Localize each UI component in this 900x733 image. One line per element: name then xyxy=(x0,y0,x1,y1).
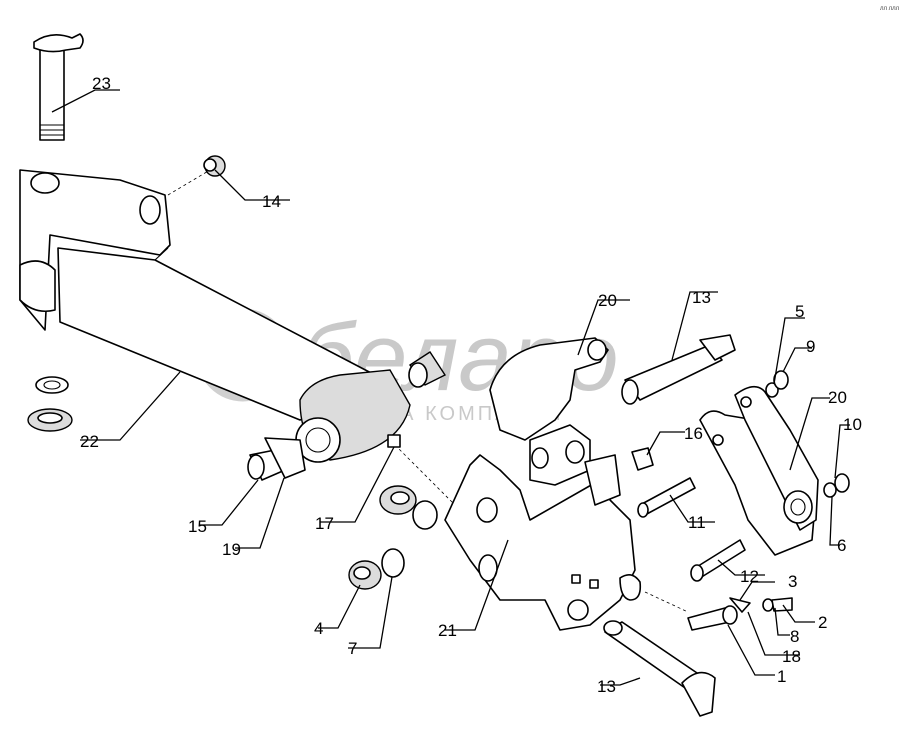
callout-3: 3 xyxy=(788,572,797,591)
bolt-assembly xyxy=(619,574,793,631)
callout-5: 5 xyxy=(795,302,804,321)
callout-15: 15 xyxy=(188,517,207,536)
callout-11: 11 xyxy=(688,513,706,532)
callout-13-bottom: 13 xyxy=(597,677,616,696)
part-23-pin xyxy=(33,33,84,141)
callout-9: 9 xyxy=(806,337,815,356)
callout-17: 17 xyxy=(315,514,334,533)
callout-19: 19 xyxy=(222,540,241,559)
part-11-pin xyxy=(637,477,696,518)
callout-20-left: 20 xyxy=(598,291,617,310)
part-12-pin xyxy=(690,539,746,582)
callout-10: 10 xyxy=(843,415,862,434)
nuts-and-rings-center xyxy=(348,485,438,590)
part-16-nut xyxy=(631,447,654,471)
part-13-pin-bottom xyxy=(603,620,716,717)
bushing-small xyxy=(408,351,447,388)
part-20-plate-right xyxy=(699,385,819,556)
part-22-beam xyxy=(19,169,471,521)
callout-labels: 23 14 22 15 19 17 4 7 21 20 13 16 11 12 … xyxy=(80,74,862,696)
part-21-housing xyxy=(444,424,636,631)
washer-and-nut-left xyxy=(27,376,73,432)
callout-23: 23 xyxy=(92,74,111,93)
callout-1: 1 xyxy=(777,667,786,686)
callout-4: 4 xyxy=(314,619,323,638)
part-13-pin-top xyxy=(621,334,736,405)
callout-12: 12 xyxy=(740,567,759,586)
part-20-lever-left xyxy=(489,337,609,441)
callout-20-right: 20 xyxy=(828,388,847,407)
callout-6: 6 xyxy=(837,536,846,555)
callout-13-top: 13 xyxy=(692,288,711,307)
callout-22: 22 xyxy=(80,432,99,451)
callout-7: 7 xyxy=(348,639,357,658)
part-17-nipple xyxy=(387,434,401,448)
part-19-cap xyxy=(264,437,306,479)
callout-16: 16 xyxy=(684,424,703,443)
callout-14: 14 xyxy=(262,192,281,211)
callout-18: 18 xyxy=(782,647,801,666)
leader-lines xyxy=(51,89,850,686)
washers-10-6 xyxy=(823,473,850,498)
callout-8: 8 xyxy=(790,627,799,646)
washers-5-9 xyxy=(765,370,789,398)
part-14-bushing xyxy=(203,155,226,177)
callout-2: 2 xyxy=(818,613,827,632)
callout-21: 21 xyxy=(438,621,457,640)
corner-mark: лл ллл xyxy=(880,6,900,12)
